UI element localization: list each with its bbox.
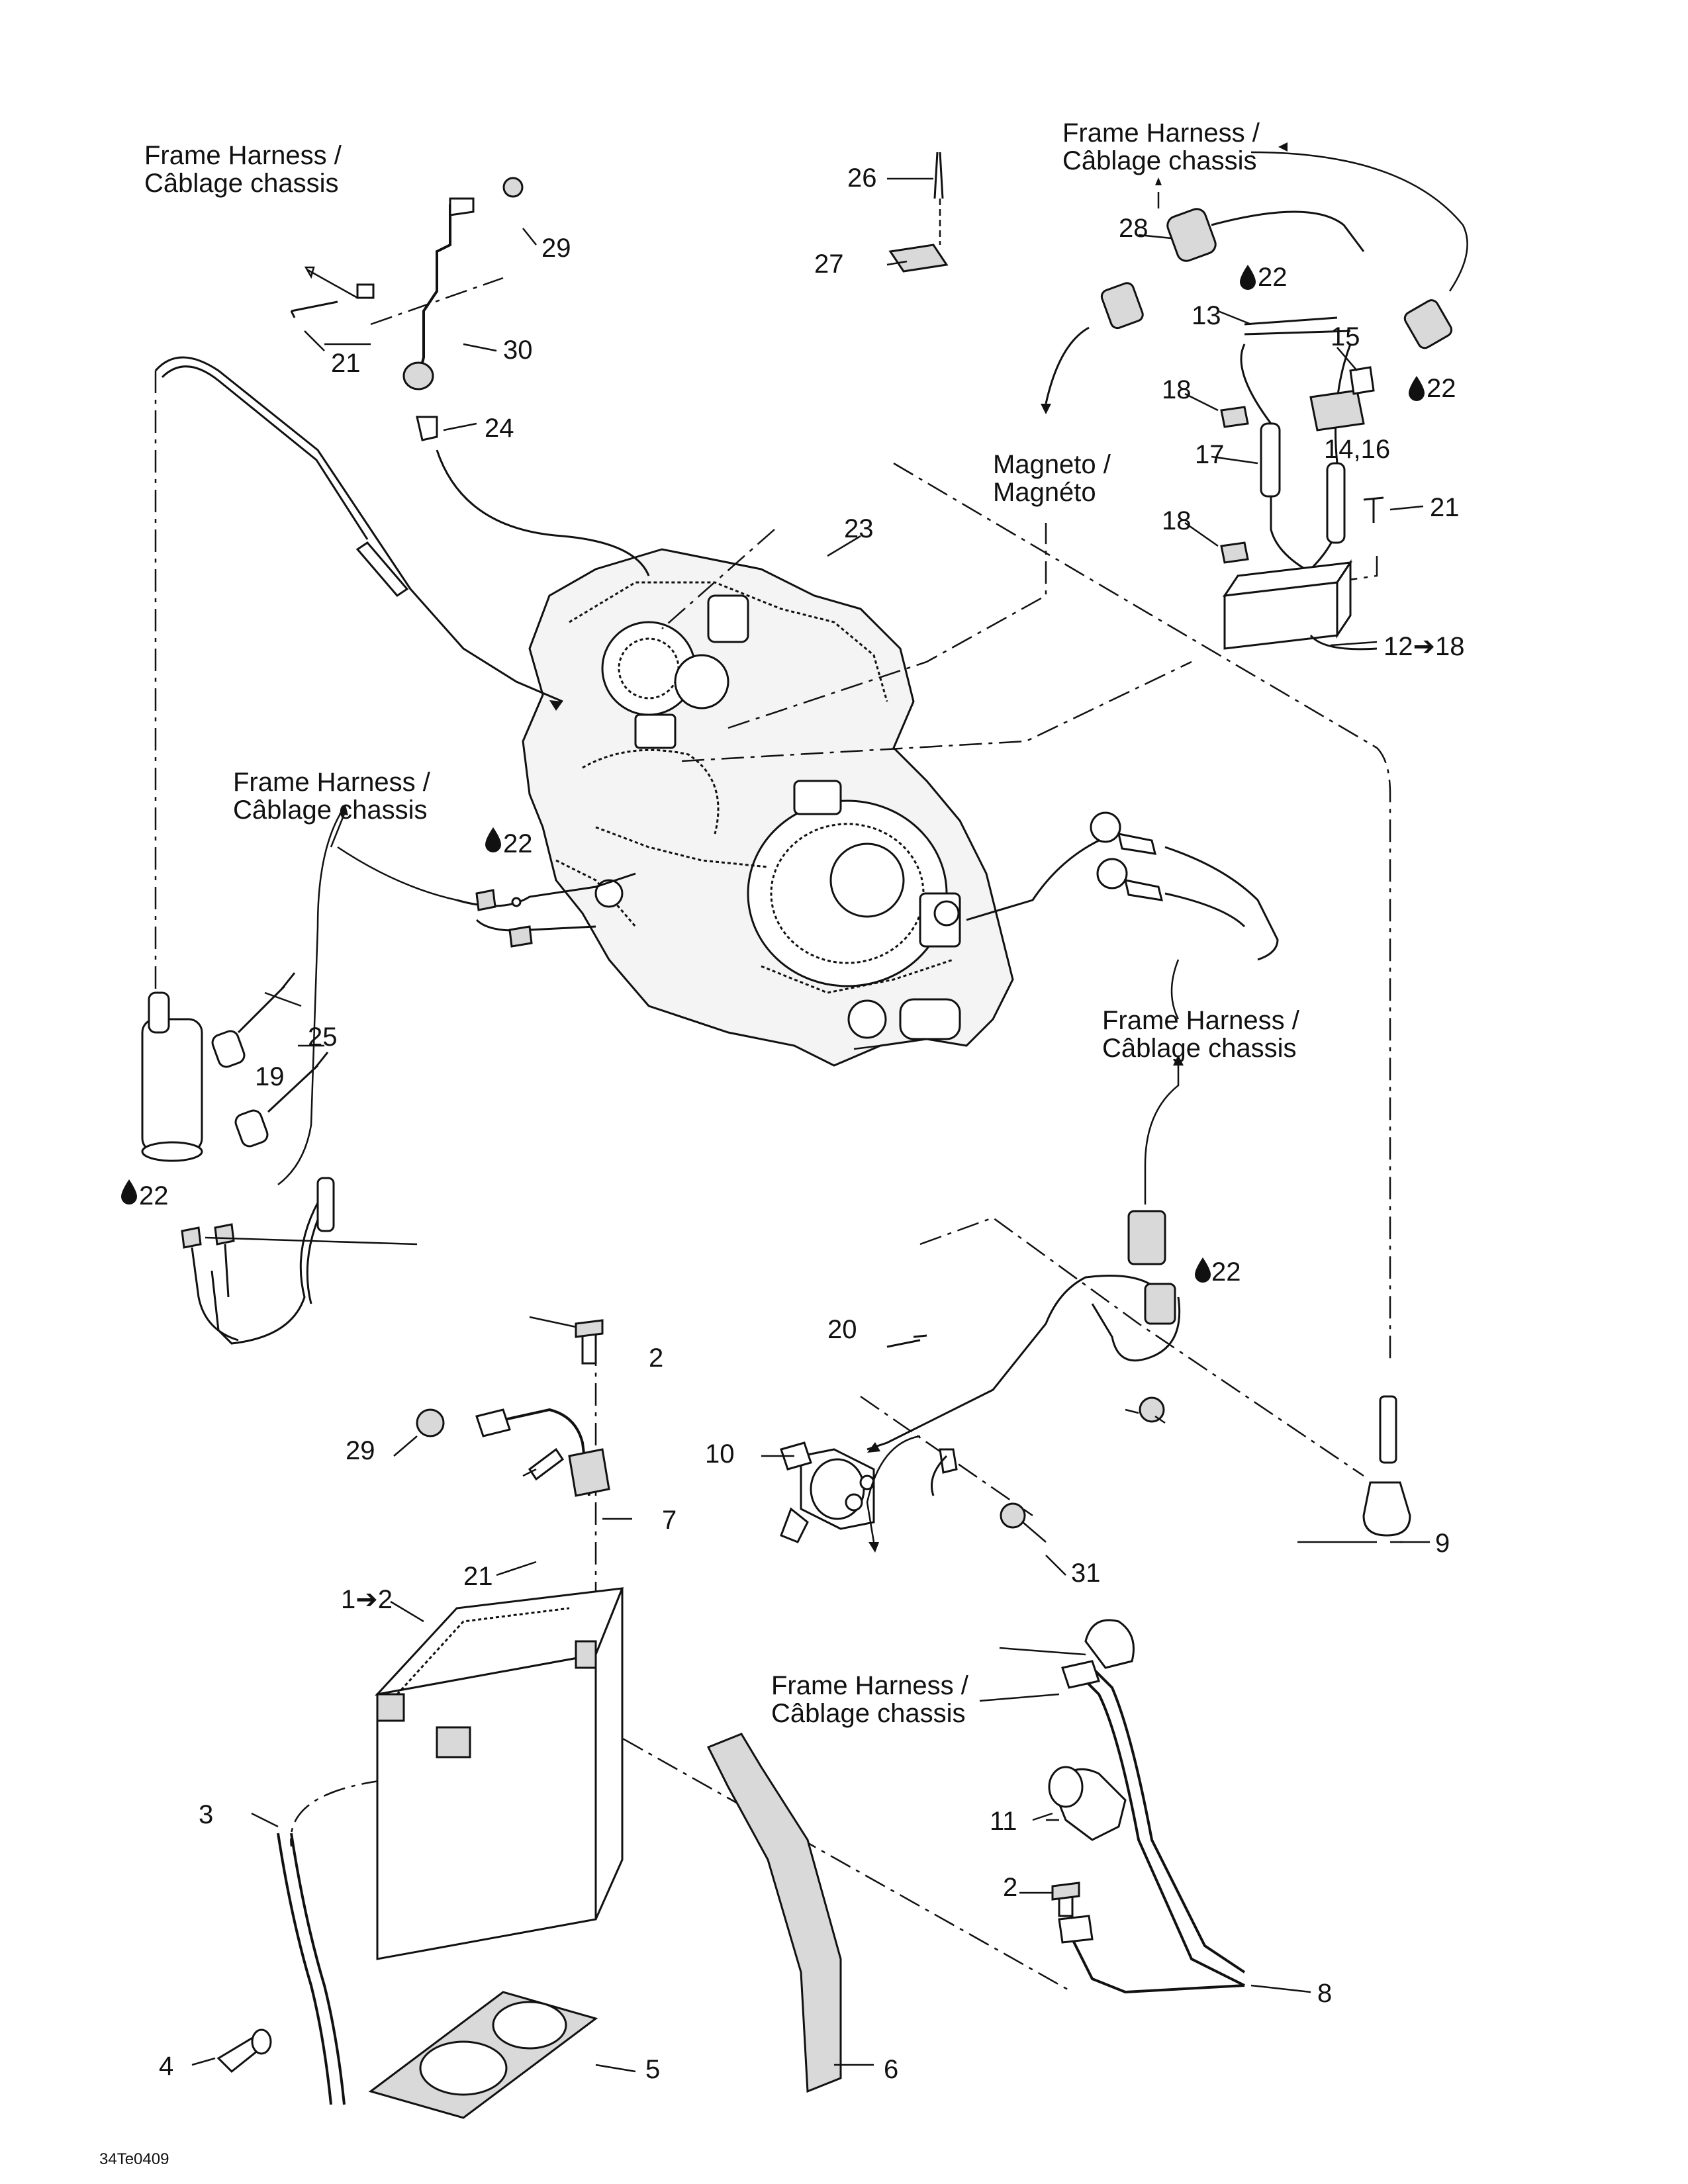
- diagram-reference-code: 34Te0409: [99, 2150, 169, 2168]
- vent-tube-3: [277, 1833, 346, 2105]
- droplet-icon: [1240, 265, 1256, 290]
- callout-13: 13: [1192, 301, 1221, 330]
- bottom-center-harness: [866, 1435, 958, 1553]
- droplet-icon: [1195, 1257, 1211, 1283]
- callout-28: 28: [1119, 214, 1149, 243]
- callout-2-top: 2: [649, 1343, 663, 1373]
- connector-28: [1166, 208, 1365, 262]
- ground-cable-30-group: [290, 177, 650, 576]
- callout-26: 26: [847, 163, 877, 193]
- callout-15: 15: [1331, 322, 1360, 351]
- callout-22-d: 22: [139, 1181, 169, 1210]
- callout-23: 23: [844, 514, 874, 543]
- callout-3: 3: [199, 1800, 213, 1829]
- starter-solenoid-10: [780, 1441, 875, 1543]
- harness-label-top-left-line1: Frame Harness /: [144, 141, 342, 170]
- nuts-31: [1000, 1396, 1165, 1529]
- droplet-icon: [485, 827, 501, 852]
- hold-down-strap-6: [706, 1733, 842, 2093]
- callout-22-a: 22: [1258, 263, 1288, 292]
- callout-22-b: 22: [1427, 374, 1456, 403]
- callout-20: 20: [827, 1315, 857, 1344]
- connector-mid-right: [1127, 1210, 1166, 1265]
- callout-21-top: 21: [331, 349, 361, 378]
- callout-29-bottom: 29: [346, 1436, 375, 1465]
- callout-leaders: [191, 177, 1430, 2073]
- harness-label-top-right-line2: Câblage chassis: [1062, 146, 1257, 175]
- callout-22-e: 22: [1211, 1257, 1241, 1287]
- harness-label-top-left-line2: Câblage chassis: [144, 169, 339, 198]
- callout-14-16: 14,16: [1324, 435, 1390, 464]
- engine-assembly: [522, 548, 1014, 1067]
- tie-4: [216, 2028, 272, 2073]
- cdi-module-group: [1041, 142, 1468, 651]
- clip-18-upper: [1220, 406, 1249, 428]
- callout-19: 19: [255, 1062, 285, 1091]
- harness-label-mid-right-line2: Câblage chassis: [1102, 1034, 1297, 1063]
- harness-label-bottom-center-line1: Frame Harness /: [771, 1671, 969, 1700]
- callout-9: 9: [1435, 1529, 1450, 1558]
- callout-21-bottom: 21: [463, 1562, 493, 1591]
- droplet-icons: [121, 265, 1425, 1283]
- magneto-label-line1: Magneto /: [993, 450, 1111, 479]
- connector-magneto: [1041, 282, 1144, 414]
- callout-10: 10: [705, 1439, 735, 1469]
- callout-18-lower: 18: [1162, 506, 1192, 535]
- boot-near-31: [1084, 1619, 1135, 1669]
- callout-29-top: 29: [541, 234, 571, 263]
- connector-right-22: [1403, 299, 1453, 349]
- callout-8: 8: [1317, 1979, 1332, 2008]
- sleeve-17: [1260, 422, 1281, 498]
- magneto-label-line2: Magnéto: [993, 478, 1096, 507]
- cdi-box-12: [1222, 559, 1378, 651]
- callout-6: 6: [884, 2055, 898, 2084]
- callout-17: 17: [1195, 440, 1225, 469]
- callout-1-2: 1➔2: [341, 1585, 393, 1614]
- mid-left-harness: [330, 805, 636, 948]
- callout-21-right: 21: [1430, 493, 1460, 522]
- battery-1-2: [374, 1587, 624, 1960]
- left-wiring-group: [141, 356, 563, 1345]
- callout-4: 4: [159, 2052, 173, 2081]
- callout-31: 31: [1071, 1559, 1101, 1588]
- droplet-icon: [1409, 376, 1425, 401]
- callout-22-c: 22: [503, 829, 533, 858]
- mid-right-wiring: [867, 811, 1279, 1453]
- harness-label-mid-left-line1: Frame Harness /: [233, 768, 431, 797]
- callout-2-bottom: 2: [1003, 1873, 1017, 1902]
- callout-12-18: 12➔18: [1383, 632, 1465, 661]
- pad-5: [368, 1991, 598, 2119]
- callout-5: 5: [645, 2055, 660, 2084]
- callout-24: 24: [485, 414, 514, 443]
- clip-26-27-group: [888, 152, 949, 273]
- harness-label-mid-right-line1: Frame Harness /: [1102, 1006, 1300, 1035]
- callout-27: 27: [814, 250, 844, 279]
- callout-7: 7: [662, 1506, 677, 1535]
- nut-29-top: [502, 177, 524, 198]
- callout-30: 30: [503, 336, 533, 365]
- harness-label-mid-left-line2: Câblage chassis: [233, 796, 428, 825]
- terminal-cover-11: [1048, 1766, 1127, 1841]
- callout-18-upper: 18: [1162, 375, 1192, 404]
- ground-cable-7: [416, 1319, 610, 1497]
- harness-label-top-right-line1: Frame Harness /: [1062, 118, 1260, 148]
- positive-cable-8: [1051, 1660, 1246, 1994]
- ignition-coil: [141, 972, 329, 1162]
- callout-25: 25: [308, 1023, 338, 1052]
- harness-label-bottom-center-line2: Câblage chassis: [771, 1699, 966, 1728]
- callout-11: 11: [990, 1807, 1017, 1836]
- dash-dot-reference-lines: [154, 277, 1391, 1993]
- droplet-icon: [121, 1179, 137, 1205]
- terminal-9: [1362, 1395, 1411, 1537]
- clip-18-lower: [1220, 541, 1249, 564]
- nut-29-bottom: [416, 1408, 445, 1437]
- connector-14-16: [1309, 389, 1365, 432]
